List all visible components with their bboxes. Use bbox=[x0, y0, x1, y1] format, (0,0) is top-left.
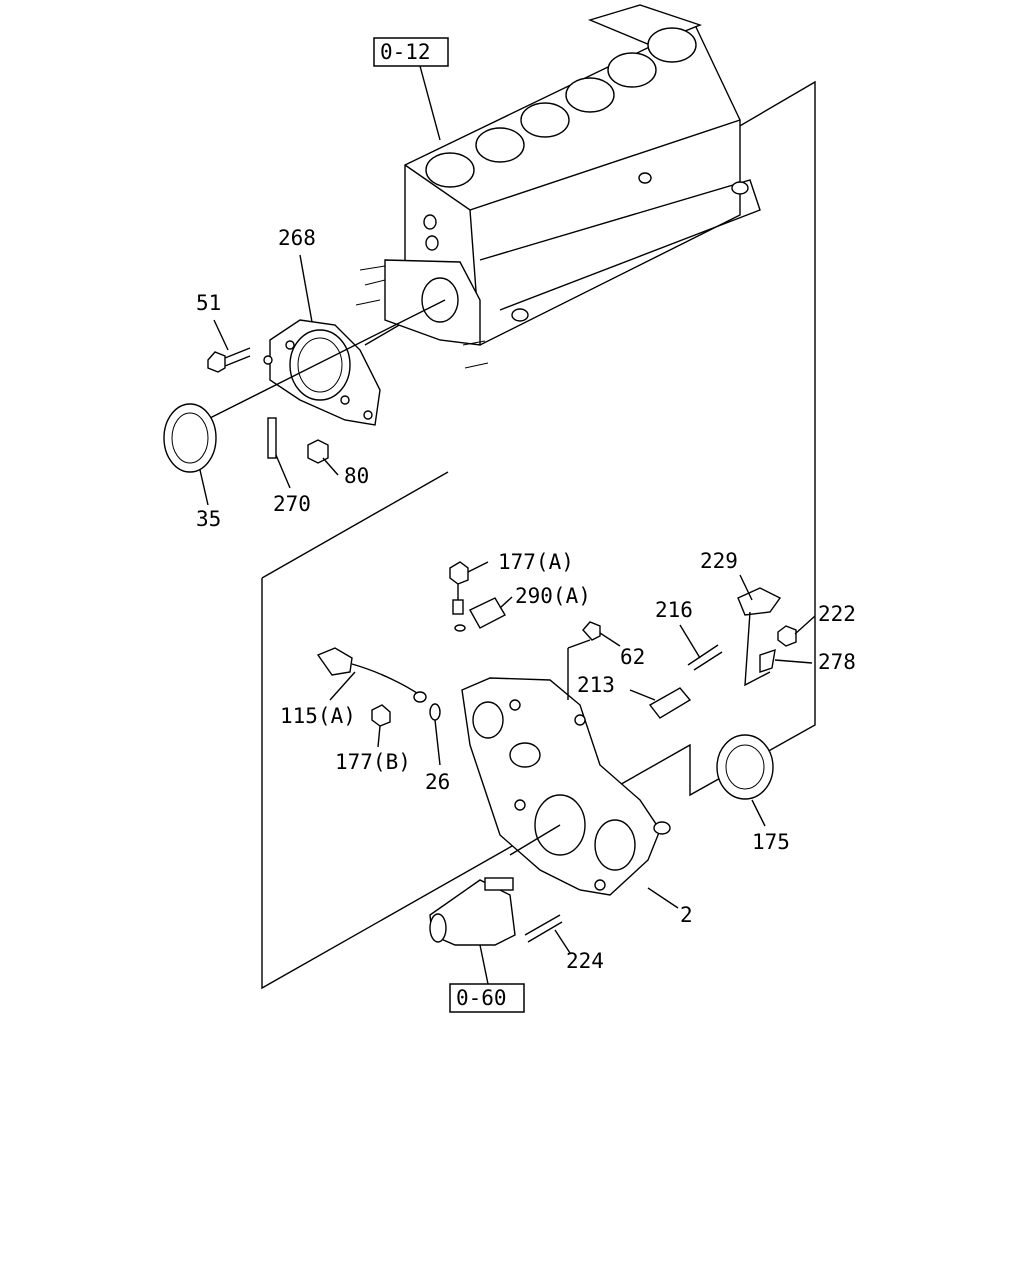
leader-lines bbox=[199, 254, 816, 954]
label-224: 224 bbox=[566, 949, 604, 973]
label-229: 229 bbox=[700, 549, 738, 573]
label-177a: 177(A) bbox=[498, 550, 574, 574]
part-labels: 268 51 80 35 270 177(A) 290(A) 229 216 2… bbox=[196, 226, 856, 973]
bolt-51 bbox=[207, 347, 251, 373]
label-216: 216 bbox=[655, 598, 693, 622]
label-268: 268 bbox=[278, 226, 316, 250]
label-290a bbox=[469, 597, 506, 629]
label-290a: 290(A) bbox=[515, 584, 591, 608]
ref-box-0-60-label: 0-60 bbox=[456, 986, 507, 1010]
sensor-115a bbox=[316, 647, 427, 703]
seal-retainer bbox=[263, 319, 381, 426]
bracket-213 bbox=[648, 687, 692, 719]
label-51: 51 bbox=[196, 291, 221, 315]
stud-224 bbox=[524, 914, 563, 943]
label-177b: 177(B) bbox=[335, 750, 411, 774]
label-26: 26 bbox=[425, 770, 450, 794]
label-270: 270 bbox=[273, 492, 311, 516]
bolt-177b bbox=[371, 704, 391, 727]
ref-box-0-12[interactable]: 0-12 bbox=[373, 37, 449, 67]
cylinder-block bbox=[355, 4, 761, 369]
label-80: 80 bbox=[344, 464, 369, 488]
label-62: 62 bbox=[620, 645, 645, 669]
nut-80 bbox=[307, 439, 329, 464]
label-2: 2 bbox=[680, 903, 693, 927]
label-222: 222 bbox=[818, 602, 856, 626]
oil-seal-35 bbox=[163, 403, 217, 473]
washer-26 bbox=[429, 703, 441, 721]
label-213: 213 bbox=[577, 673, 615, 697]
timing-case bbox=[461, 677, 671, 896]
frame-outline bbox=[261, 80, 816, 990]
label-175: 175 bbox=[752, 830, 790, 854]
bolt-62 bbox=[567, 621, 601, 700]
nut-222 bbox=[777, 625, 797, 647]
stud-216 bbox=[687, 644, 723, 671]
oil-seal-175 bbox=[716, 734, 774, 800]
ref-box-0-60[interactable]: 0-60 bbox=[449, 983, 525, 1013]
label-115a: 115(A) bbox=[280, 704, 356, 728]
ref-box-0-12-label: 0-12 bbox=[380, 40, 431, 64]
label-278: 278 bbox=[818, 650, 856, 674]
bracket-229 bbox=[737, 587, 782, 687]
label-35: 35 bbox=[196, 507, 221, 531]
bolt-177a bbox=[449, 561, 469, 632]
pump-0-60 bbox=[429, 877, 516, 946]
stud-270 bbox=[267, 417, 277, 459]
